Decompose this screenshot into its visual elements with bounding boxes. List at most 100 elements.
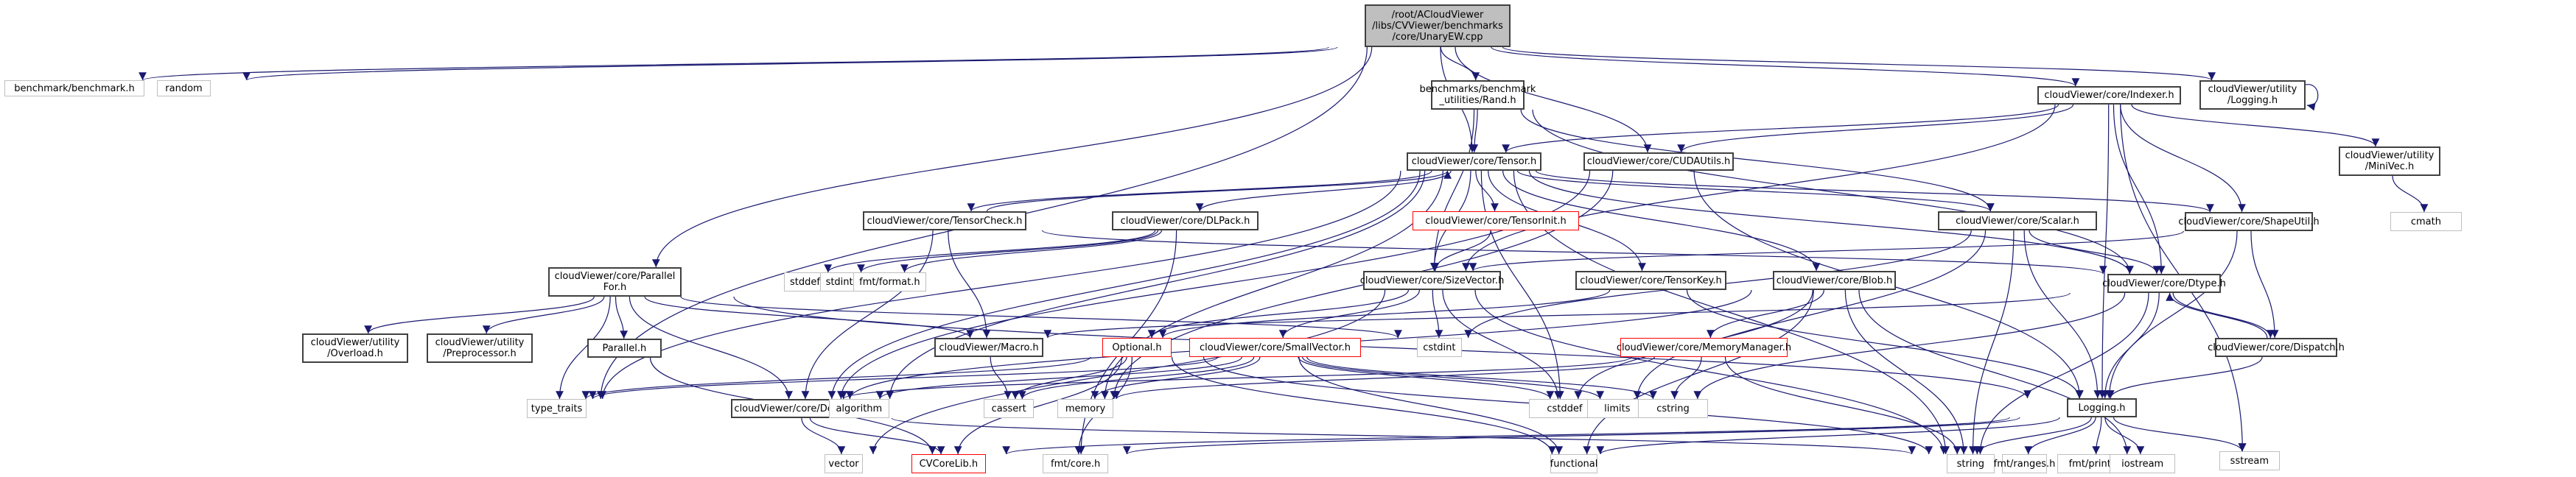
edge-indexer-h-to-logging-h: [2098, 104, 2110, 399]
edge-tensorcheck-h-to-macro-h: [948, 230, 991, 339]
node-smallvector-h[interactable]: cloudViewer/core/SmallVector.h: [1189, 338, 1361, 357]
node-functional: functional: [1550, 454, 1597, 473]
edge-tensor-h-to-dlpack-h: [1195, 170, 1452, 212]
node-memorymanager-h[interactable]: cloudViewer/core/MemoryManager.h: [1617, 338, 1791, 357]
edge-sizevector-h-to-cstdint: [1432, 289, 1443, 339]
edge-logging-h-to-fmtcore-h: [1123, 417, 2020, 455]
edge-smallvector-h-to-cstring: [1306, 356, 1657, 400]
edge-indexer-h-to-minivec-h: [2131, 104, 2380, 147]
edge-logging-h-to-string: [1973, 417, 2092, 455]
edge-logging-h-to-sstream: [2113, 417, 2247, 452]
edge-root-to-parallelfor-h: [651, 46, 1373, 268]
edge-memorymanager-h-to-cstring: [1670, 356, 1702, 400]
node-preprocessor-h[interactable]: cloudViewer/utility /Preprocessor.h: [427, 333, 533, 363]
node-logging-h[interactable]: Logging.h: [2067, 398, 2137, 417]
node-rand-h[interactable]: benchmarks/benchmark _utilities/Rand.h: [1420, 80, 1536, 110]
node-iostream: iostream: [2110, 454, 2176, 473]
node-shapeutil-h[interactable]: cloudViewer/core/ShapeUtil.h: [2178, 212, 2320, 231]
node-algorithm: algorithm: [829, 399, 889, 418]
edge-dlpack-h-to-stdint-h: [857, 230, 1159, 273]
edge-root-to-ulogging-h: [1502, 46, 2216, 81]
node-optional-h[interactable]: Optional.h: [1102, 338, 1172, 357]
edge-blob-h-to-iostream: [1858, 289, 2132, 455]
edge-tensor-h-to-cstddef: [1480, 170, 1564, 400]
edge-smallvector-h-to-algorithm: [875, 356, 1242, 400]
node-cstring: cstring: [1638, 399, 1708, 418]
edge-root-to-cudautils-h: [1455, 46, 1652, 153]
edge-tensorcheck-h-to-tensor-h: [986, 170, 1452, 212]
node-cudautils-h[interactable]: cloudViewer/core/CUDAUtils.h: [1583, 152, 1734, 171]
edge-logging-h-to-fmtprintf-h: [2092, 417, 2102, 455]
edge-smallvector-h-to-memory: [1091, 356, 1261, 400]
node-cvcorelib-h[interactable]: CVCoreLib.h: [911, 454, 986, 473]
edge-scalar-h-to-logging-h: [2023, 230, 2102, 399]
edge-tensor-h-to-algorithm: [886, 170, 1426, 400]
node-type-traits: type_traits: [527, 399, 587, 418]
node-sizevector-h[interactable]: cloudViewer/core/SizeVector.h: [1360, 271, 1504, 290]
edge-rand-h-to-sizevector-h: [1430, 109, 1475, 272]
node-scalar-h[interactable]: cloudViewer/core/Scalar.h: [1938, 211, 2097, 230]
node-random: random: [157, 80, 211, 96]
node-indexer-h[interactable]: cloudViewer/core/Indexer.h: [2037, 86, 2181, 105]
edge-indexer-h-to-shapeutil-h: [2120, 104, 2246, 213]
edge-indexer-h-to-tensor-h: [1502, 104, 2059, 153]
edge-root-to-random: [242, 46, 1338, 81]
node-root[interactable]: /root/ACloudViewer /libs/CVViewer/benchm…: [1365, 4, 1511, 47]
edge-logging-h-to-cvcorelib-h: [1002, 417, 2010, 455]
edge-parallelfor-h-to-overload-h: [364, 296, 595, 334]
edge-tensorcheck-h-to-dtype-h: [1041, 230, 2107, 275]
edge-blob-h-to-memorymanager-h: [1707, 289, 1824, 339]
node-dispatch-h[interactable]: cloudViewer/core/Dispatch.h: [2208, 338, 2345, 357]
edge-dlpack-h-to-fmtformat-h: [900, 230, 1163, 273]
node-tensorcheck-h[interactable]: cloudViewer/core/TensorCheck.h: [863, 211, 1026, 230]
edge-dtype-h-to-string: [1976, 292, 2149, 455]
node-vector: vector: [825, 454, 863, 473]
node-string: string: [1947, 454, 1995, 473]
node-cstdint: cstdint: [1417, 338, 1462, 357]
edge-memorymanager-h-to-string: [1724, 356, 1961, 455]
edge-smallvector-h-to-functional: [1298, 356, 1564, 455]
node-tensorkey-h[interactable]: cloudViewer/core/TensorKey.h: [1575, 271, 1726, 290]
edge-parallelfor-h-to-device-h: [629, 296, 793, 400]
edge-sizevector-h-to-vector: [869, 289, 1386, 455]
edge-ulogging-h-to-ulogging-h: [2305, 84, 2319, 111]
node-sstream: sstream: [2219, 451, 2280, 470]
node-minivec-h[interactable]: cloudViewer/utility /MiniVec.h: [2339, 146, 2440, 176]
edge-dtype-h-to-logging-h: [2101, 292, 2160, 399]
node-dlpack-h[interactable]: cloudViewer/core/DLPack.h: [1112, 211, 1259, 230]
node-parallel-h[interactable]: Parallel.h: [587, 339, 662, 358]
edge-device-h-to-string: [891, 417, 1916, 455]
edge-device-h-to-cvcorelib-h: [809, 417, 945, 455]
edge-shapeutil-h-to-logging-h: [2105, 230, 2238, 399]
edge-smallvector-h-to-type-traits: [589, 356, 1219, 400]
node-tensorinit-h[interactable]: cloudViewer/core/TensorInit.h: [1413, 211, 1579, 230]
edge-sizevector-h-to-string: [1474, 289, 1948, 455]
edge-parallelfor-h-to-logging-h: [733, 296, 2031, 399]
node-ulogging-h[interactable]: cloudViewer/utility /Logging.h: [2199, 80, 2306, 110]
node-macro-h[interactable]: cloudViewer/Macro.h: [934, 338, 1043, 357]
edge-tensorcheck-h-to-device-h: [801, 230, 934, 400]
node-cassert: cassert: [984, 399, 1035, 418]
node-overload-h[interactable]: cloudViewer/utility /Overload.h: [302, 333, 408, 363]
edge-tensor-h-to-blob-h: [1502, 170, 1821, 272]
node-tensor-h[interactable]: cloudViewer/core/Tensor.h: [1407, 152, 1541, 171]
edge-sizevector-h-to-cstddef: [1442, 289, 1562, 400]
edge-shapeutil-h-to-sizevector-h: [1469, 230, 2184, 272]
edge-tensor-h-to-dtype-h: [1528, 170, 2134, 275]
node-parallelfor-h[interactable]: cloudViewer/core/Parallel For.h: [548, 267, 682, 297]
node-fmtranges-h: fmt/ranges.h: [1994, 454, 2055, 473]
edge-dtype-h-to-macro-h: [1043, 292, 2071, 339]
edge-parallelfor-h-to-preprocessor-h: [482, 296, 605, 334]
edge-dtype-h-to-dispatch-h: [2172, 292, 2275, 339]
edge-device-h-to-vector: [801, 417, 846, 455]
edge-root-to-benchmark-h: [139, 46, 1329, 81]
edge-parallelfor-h-to-type-traits: [556, 296, 611, 400]
node-blob-h[interactable]: cloudViewer/core/Blob.h: [1773, 271, 1896, 290]
edge-indexer-h-to-dtype-h: [2113, 104, 2166, 275]
edge-rand-h-to-scalar-h: [1520, 109, 1995, 212]
node-dtype-h[interactable]: cloudViewer/core/Dtype.h: [2102, 274, 2226, 293]
edge-optional-h-to-type-traits: [581, 356, 1091, 400]
edge-smallvector-h-to-cstddef: [1298, 356, 1555, 400]
edge-dispatch-h-to-dtype-h: [2166, 292, 2268, 339]
edge-logging-h-to-iostream: [2104, 417, 2145, 455]
